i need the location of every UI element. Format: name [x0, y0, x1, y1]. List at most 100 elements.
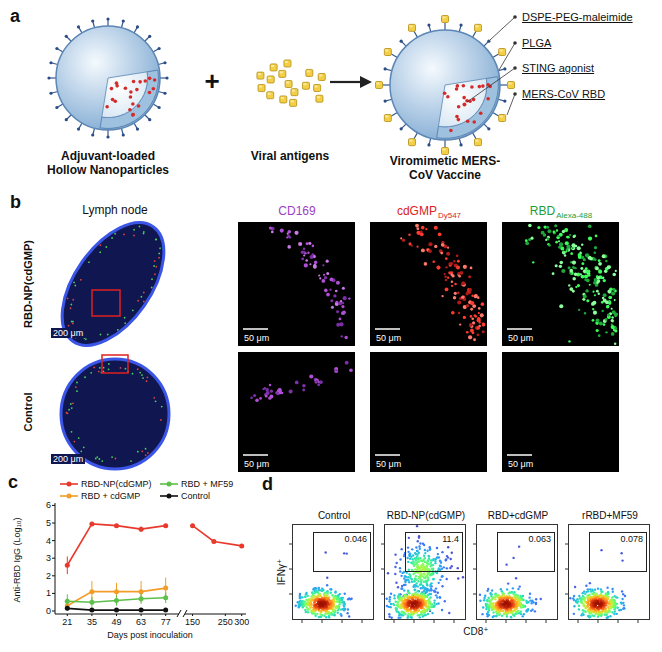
fluorescence-signal [601, 277, 603, 279]
lymph-node-tissue [67, 412, 69, 414]
vaccine-particle [456, 84, 460, 88]
flow-cytometry-events [393, 597, 395, 599]
flow-cytometry-events [362, 620, 363, 623]
fluorescence-signal [607, 314, 610, 317]
vaccine-particle [466, 119, 470, 123]
fluorescence-signal [481, 302, 485, 306]
flow-cytometry-events [395, 607, 397, 609]
fluorescence-signal [416, 227, 419, 230]
flow-cytometry-events [432, 578, 434, 580]
fluorescence-signal [585, 267, 588, 270]
fluorescence-signal [614, 329, 617, 332]
fluorescence-signal [463, 316, 466, 319]
flow-cytometry-events [441, 575, 443, 577]
fluorescence-signal [445, 279, 448, 282]
flow-cytometry-events [488, 614, 490, 616]
fluorescence-signal [456, 266, 460, 270]
vaccine-particle [499, 49, 506, 56]
lymph-node-tissue [146, 380, 148, 382]
fluorescence-signal [596, 319, 600, 323]
flow-cytometry-events [449, 567, 451, 569]
fluorescence-signal [528, 224, 532, 228]
flow-cytometry-events [425, 580, 427, 582]
vaccine-particle [493, 113, 499, 117]
fluorescence-signal [280, 229, 284, 233]
fluorescence-signal [336, 301, 339, 304]
data-series [239, 543, 244, 548]
lymph-node-tissue [90, 372, 92, 374]
flow-cytometry-events [330, 605, 332, 607]
flow-cytometry-events [528, 596, 530, 598]
flow-cytometry-events [436, 596, 438, 598]
fluorescence-signal [329, 289, 331, 291]
fluorescence-signal [303, 248, 305, 250]
flow-cytometry-events [348, 615, 350, 617]
flow-cytometry-events [393, 594, 395, 596]
flow-cytometry-events [483, 599, 485, 601]
hollow-nanoparticle [152, 87, 156, 91]
fluorescence-signal [545, 239, 547, 241]
vaccine-particle [509, 83, 512, 85]
fluorescence-signal [441, 243, 445, 247]
flow-cytometry-events [419, 616, 421, 618]
lymph-node-tissue [70, 403, 72, 405]
flow-cytometry-events [289, 525, 638, 623]
vaccine-particle [487, 127, 490, 130]
flow-cytometry-events [426, 588, 428, 590]
lymph-node-tissue [155, 265, 158, 268]
fluorescence-signal [307, 252, 309, 254]
flow-cytometry-events [418, 536, 420, 538]
flow-cytometry-events [535, 603, 537, 605]
lymph-node-tissue [102, 355, 128, 373]
flow-cytometry-events [523, 613, 525, 615]
data-series [65, 563, 70, 568]
flow-cytometry-events [505, 563, 507, 565]
flow-cytometry-events [334, 606, 336, 608]
vaccine-particle [473, 133, 477, 139]
viral-antigen [291, 89, 298, 96]
vaccine-particle [400, 127, 403, 130]
fluorescence-signal [559, 304, 563, 308]
flow-cytometry-events [426, 572, 428, 574]
flow-cytometry-events [424, 552, 426, 554]
flow-cytometry-events [316, 613, 318, 615]
fluorescence-signal [583, 294, 587, 298]
flow-cytometry-events [518, 545, 520, 547]
lymph-node-tissue [99, 251, 102, 254]
flow-cytometry-events [431, 606, 433, 608]
flow-cytometry-events [427, 605, 429, 607]
flow-cytometry-events [418, 604, 420, 606]
viral-antigen [259, 86, 262, 88]
lymph-node-tissue [98, 371, 100, 373]
flow-cytometry-events [423, 614, 425, 616]
flow-cytometry-events [445, 558, 447, 560]
flow-cytometry-events [411, 548, 413, 550]
fluorescence-signal [336, 310, 339, 313]
viral-antigen [285, 80, 292, 87]
flow-cytometry-events [420, 613, 422, 615]
fluorescence-signal [335, 290, 338, 293]
lymph-node-tissue [92, 290, 120, 316]
flow-cytometry-events [388, 600, 390, 602]
lymph-node-tissue [142, 232, 145, 235]
fluorescence-signal [342, 287, 345, 290]
leader-line [513, 15, 517, 19]
flow-cytometry-events [407, 579, 409, 581]
flow-cytometry-events [462, 576, 464, 578]
flow-cytometry-events [411, 581, 413, 583]
fluorescence-signal [342, 311, 346, 315]
lymph-node-tissue [155, 238, 158, 241]
fluorescence-signal [345, 361, 349, 365]
data-series [163, 595, 168, 600]
fluorescence-signal [468, 275, 471, 278]
fluorescence-signal [574, 272, 577, 275]
hollow-nanoparticle [105, 105, 109, 109]
chart-axis [141, 614, 142, 616]
fluorescence-signal [584, 312, 586, 314]
hollow-nanoparticle [136, 127, 139, 130]
fluorescence-signal [614, 343, 616, 345]
viral-antigen [291, 100, 294, 102]
flow-cytometry-events [390, 603, 392, 605]
lymph-node-tissue [72, 299, 75, 302]
fluorescence-signal [459, 323, 461, 325]
